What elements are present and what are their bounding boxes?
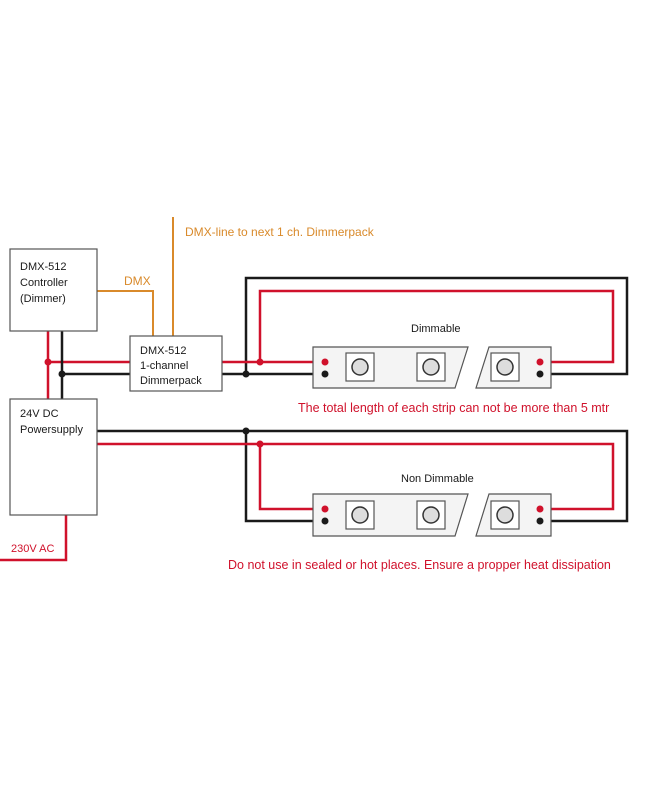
ac-input-wire [0, 515, 68, 562]
controller-label-line2: Controller [20, 277, 68, 289]
powersupply-label-line1: 24V DC [20, 408, 59, 420]
junction-dot [256, 440, 264, 448]
strip-terminal-positive [321, 505, 329, 513]
junction-dots [44, 358, 264, 448]
dmx-line-label: DMX-line to next 1 ch. Dimmerpack [185, 225, 375, 239]
strip-terminal-negative [321, 370, 329, 378]
non-dimmable-red-branch [258, 444, 325, 511]
dimmable-black-loop [222, 276, 629, 376]
non-dimmable-black-loop [97, 429, 629, 523]
led-lens [422, 506, 440, 524]
ac-input-label: 230V AC [11, 543, 54, 555]
dmx-wires [97, 217, 174, 336]
heat-warning-note: Do not use in sealed or hot places. Ensu… [228, 558, 611, 572]
junction-dot [242, 427, 250, 435]
dimmerpack-label-line2: 1-channel [140, 360, 188, 372]
led-lens [351, 358, 369, 376]
length-warning-note: The total length of each strip can not b… [298, 401, 609, 415]
dmx-controller-box [9, 248, 98, 332]
dimmable-red-loop [222, 289, 615, 364]
non-dimmable-red-loop [97, 442, 615, 511]
strip-terminal-negative [536, 517, 544, 525]
controller-label-line3: (Dimmer) [20, 293, 66, 305]
non-dimmable-strip [312, 493, 552, 537]
powersupply-box [9, 398, 98, 516]
dmx-wire-controller-to-dimmerpack [97, 290, 154, 336]
led-lens [496, 506, 514, 524]
junction-dot [242, 370, 250, 378]
strip-terminal-positive [536, 358, 544, 366]
strip-terminal-negative [321, 517, 329, 525]
dimmable-strip-wires [222, 276, 629, 376]
strip-terminal-negative [536, 370, 544, 378]
dimmable-strip-title: Dimmable [411, 323, 461, 335]
led-lens [351, 506, 369, 524]
strip-terminal-positive [321, 358, 329, 366]
led-lens [496, 358, 514, 376]
led-lens [422, 358, 440, 376]
psu-to-dimmerpack-wires [46, 331, 130, 399]
junction-dot [58, 370, 66, 378]
non-dimmable-strip-wires [97, 429, 629, 523]
dimmerpack-label-line1: DMX-512 [140, 345, 186, 357]
dmx-label: DMX [124, 274, 151, 288]
powersupply-label-line2: Powersupply [20, 424, 83, 436]
strip-terminal-positive [536, 505, 544, 513]
junction-dot [44, 358, 52, 366]
controller-label-line1: DMX-512 [20, 261, 66, 273]
non-dimmable-black-branch [244, 431, 325, 523]
junction-dot [256, 358, 264, 366]
dimmerpack-box [129, 335, 223, 392]
non-dimmable-strip-title: Non Dimmable [401, 473, 474, 485]
dimmable-strip [312, 346, 552, 389]
dimmerpack-label-line3: Dimmerpack [140, 375, 202, 387]
